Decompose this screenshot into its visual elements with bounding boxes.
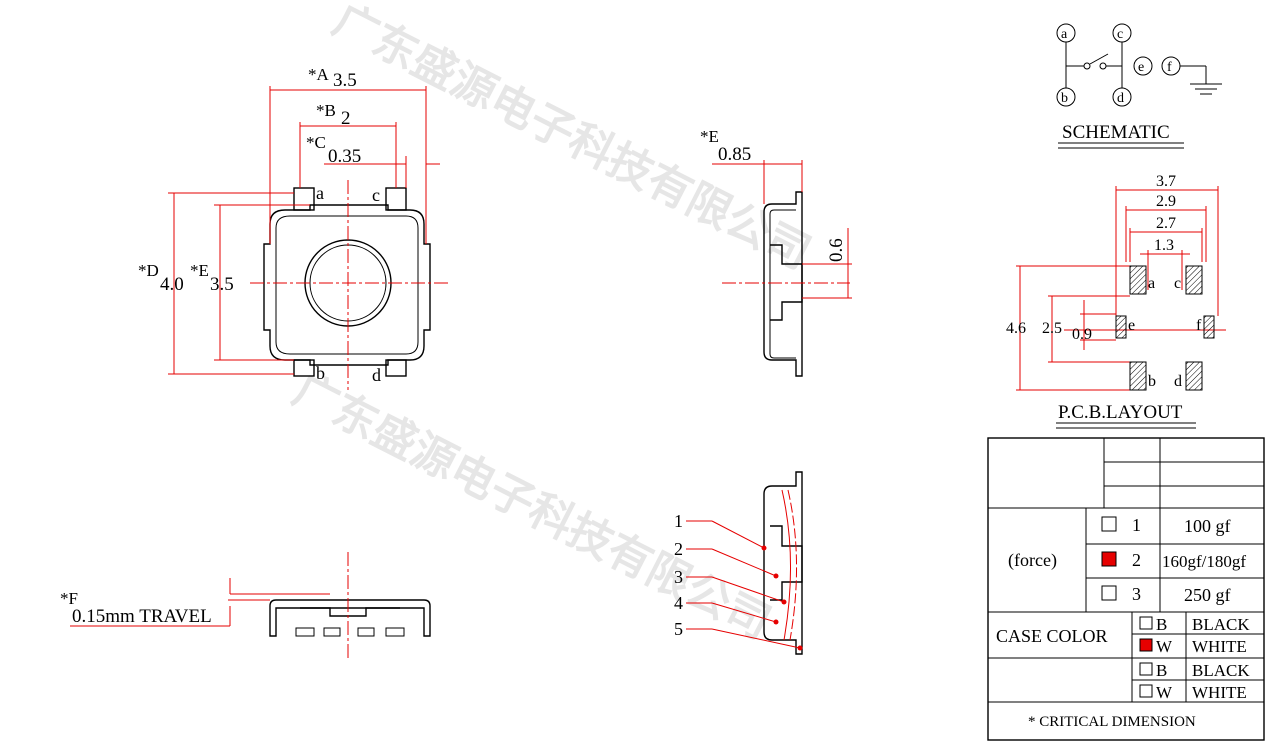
pin-label-d: d [372, 365, 381, 385]
spec-table-frame [987, 437, 1265, 741]
travel-label: *F [60, 589, 78, 608]
spec-table: (force) 1 100 gf 2 160gf/180gf 3 250 gf … [987, 437, 1265, 741]
dim-c-value: 0.35 [328, 146, 361, 167]
pin-label-a: a [316, 183, 324, 203]
extra-name-w: WHITE [1192, 683, 1247, 702]
callout-3: 3 [674, 567, 683, 587]
pin-label-b: b [316, 363, 325, 383]
node-e [1133, 56, 1153, 76]
extra-code-b: B [1156, 661, 1167, 680]
extra-checkbox-b[interactable] [1139, 662, 1153, 676]
pad-label-d: d [1174, 373, 1182, 390]
callout-1: 1 [674, 511, 683, 531]
force-checkbox-3[interactable] [1101, 585, 1117, 601]
pad-label-e: e [1128, 317, 1135, 334]
force-checkbox-1[interactable] [1101, 516, 1117, 532]
dim-a-label: *A [308, 65, 330, 84]
travel-value: 0.15mm TRAVEL [72, 606, 212, 627]
dim-c-label: *C [306, 133, 326, 152]
pin-b [293, 359, 315, 377]
pin-c [385, 187, 407, 211]
force-value-3: 250 gf [1184, 585, 1231, 605]
pin-a [293, 187, 315, 211]
force-num-3: 3 [1132, 584, 1141, 604]
pad-f [1203, 315, 1215, 339]
pin-label-c: c [372, 185, 380, 205]
section-view: 1 2 3 4 5 [674, 471, 803, 655]
watermark-text-1: 广东盛源电子科技有限公司 [325, 0, 819, 280]
dim-e-label: *E [190, 261, 209, 280]
pcb-width-4: 1.3 [1154, 237, 1174, 254]
side-view: *E 0.85 0.6 [700, 127, 852, 377]
pcb-height-2: 2.5 [1042, 320, 1062, 337]
case-checkbox-w[interactable] [1139, 638, 1153, 652]
travel-view: *F 0.15mm TRAVEL [60, 552, 431, 660]
side-view-body [763, 191, 803, 377]
node-label-a: a [1061, 27, 1068, 42]
side-dim-e-label: *E [700, 127, 719, 146]
critical-dimension-note: * CRITICAL DIMENSION [1028, 714, 1196, 730]
schematic: a c b d e f SCHEMATIC [1056, 23, 1222, 149]
node-label-f: f [1167, 60, 1172, 75]
force-num-2: 2 [1132, 550, 1141, 570]
section-view-body [763, 471, 803, 655]
case-code-w: W [1156, 637, 1173, 656]
force-label: (force) [1008, 550, 1057, 571]
pcb-title: P.C.B.LAYOUT [1058, 402, 1183, 423]
extra-code-w: W [1156, 683, 1173, 702]
case-checkbox-b[interactable] [1139, 616, 1153, 630]
pad-e [1115, 315, 1127, 339]
node-label-c: c [1117, 27, 1123, 42]
watermark-text-2: 广东盛源电子科技有限公司 [285, 364, 779, 649]
force-value-2: 160gf/180gf [1162, 552, 1246, 571]
top-view: a c b d *A 3.5 *B 2 *C 0.35 *D 4.0 *E 3.… [138, 65, 448, 390]
extra-name-b: BLACK [1192, 661, 1250, 680]
case-name-b: BLACK [1192, 615, 1250, 634]
dim-b-value: 2 [341, 108, 351, 129]
callout-5: 5 [674, 619, 683, 639]
dim-b-label: *B [316, 101, 336, 120]
callout-2: 2 [674, 539, 683, 559]
dim-a-value: 3.5 [333, 70, 357, 91]
node-label-d: d [1117, 91, 1124, 106]
watermark: 广东盛源电子科技有限公司 广东盛源电子科技有限公司 [285, 0, 819, 650]
pcb-layout: 3.7 2.9 2.7 1.3 4.6 2.5 0.9 a c e f b d … [1006, 173, 1226, 429]
side-dim-height-value: 0.6 [826, 238, 847, 262]
pad-label-f: f [1196, 317, 1202, 334]
travel-view-body [269, 599, 431, 637]
pcb-width-2: 2.9 [1156, 193, 1176, 210]
pad-label-a: a [1148, 275, 1155, 292]
pcb-height-1: 4.6 [1006, 320, 1026, 337]
pin-d [385, 359, 407, 377]
pcb-width-3: 2.7 [1156, 215, 1176, 232]
pad-b [1129, 361, 1147, 391]
pcb-height-3: 0.9 [1072, 326, 1092, 343]
node-label-b: b [1061, 91, 1068, 106]
pad-c [1185, 265, 1203, 295]
pad-a [1129, 265, 1147, 295]
schematic-title: SCHEMATIC [1062, 122, 1170, 143]
case-code-b: B [1156, 615, 1167, 634]
pcb-width-1: 3.7 [1156, 173, 1176, 190]
case-name-w: WHITE [1192, 637, 1247, 656]
node-label-e: e [1138, 60, 1144, 75]
pad-label-c: c [1174, 275, 1181, 292]
extra-checkbox-w[interactable] [1139, 684, 1153, 698]
top-view-body [263, 204, 431, 366]
pad-d [1185, 361, 1203, 391]
force-num-1: 1 [1132, 515, 1141, 535]
dim-d-label: *D [138, 261, 159, 280]
pad-label-b: b [1148, 373, 1156, 390]
side-dim-e-value: 0.85 [718, 144, 751, 165]
case-color-label: CASE COLOR [996, 626, 1108, 646]
dim-e-value: 3.5 [210, 274, 234, 295]
dim-d-value: 4.0 [160, 274, 184, 295]
force-value-1: 100 gf [1184, 516, 1231, 536]
callout-4: 4 [674, 593, 683, 613]
force-checkbox-2[interactable] [1101, 551, 1117, 567]
